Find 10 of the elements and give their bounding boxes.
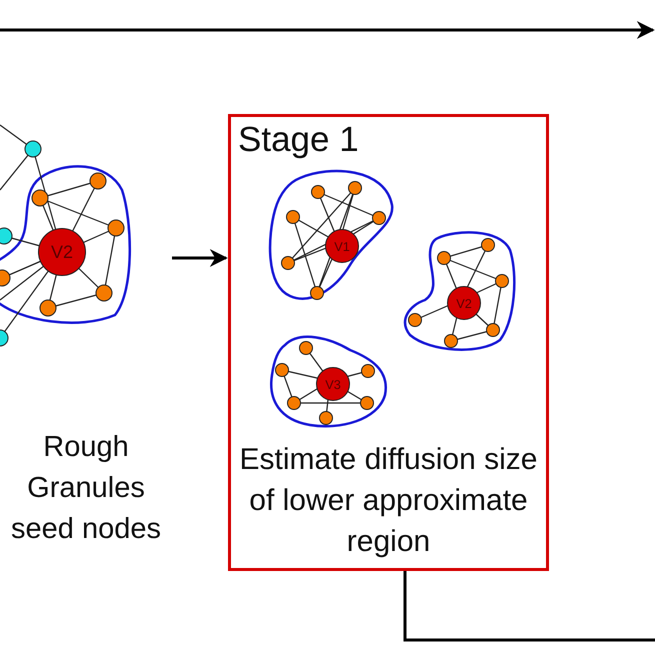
stage-description: Estimate diffusion size of lower approximate region [238,442,538,560]
seed-node-circle: V2 [38,228,86,276]
stage-box [228,114,549,571]
stage-heading: Stage 1 [238,120,359,160]
seed-node-circle: V3 [316,367,350,401]
seed-node-circle: V2 [447,286,481,320]
seed-node-circle: V1 [325,229,359,263]
granule-caption: Rough Granules seed nodes [10,430,162,547]
arrow [172,249,228,267]
connector-line [404,571,655,642]
